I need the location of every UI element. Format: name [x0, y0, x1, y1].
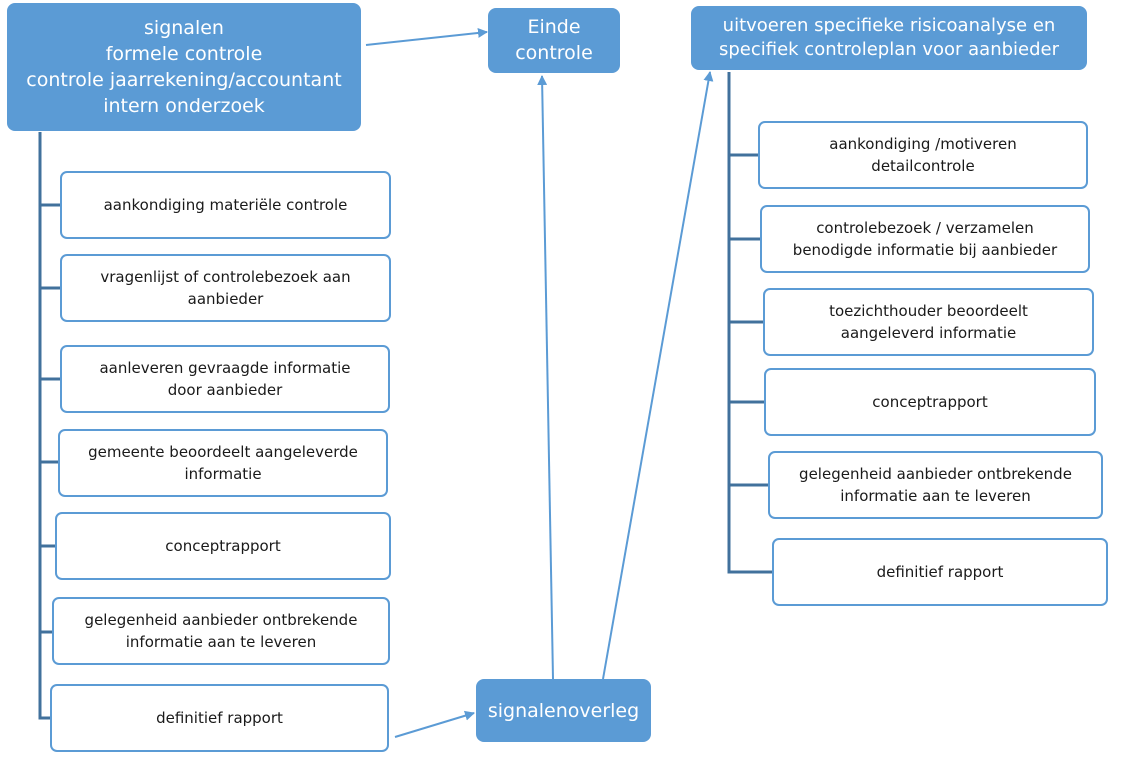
right-step-definitief-rapport: definitief rapport	[772, 538, 1108, 606]
left-step-aanleveren: aanleveren gevraagde informatie door aan…	[60, 345, 390, 413]
left-step-definitief-rapport: definitief rapport	[50, 684, 389, 752]
right-step-toezichthouder: toezichthouder beoordeelt aangeleverd in…	[763, 288, 1094, 356]
left-step-conceptrapport: conceptrapport	[55, 512, 391, 580]
right-step-controlebezoek: controlebezoek / verzamelen benodigde in…	[760, 205, 1090, 273]
left-step-gelegenheid: gelegenheid aanbieder ontbrekende inform…	[52, 597, 390, 665]
arrow-definitief-to-signalenoverleg	[394, 710, 475, 738]
right-step-gelegenheid: gelegenheid aanbieder ontbrekende inform…	[768, 451, 1103, 519]
arrow-signalenoverleg-to-uitvoeren	[602, 71, 714, 680]
left-step-aankondiging: aankondiging materiële controle	[60, 171, 391, 239]
node-signalenoverleg: signalenoverleg	[476, 679, 651, 742]
left-step-vragenlijst: vragenlijst of controlebezoek aan aanbie…	[60, 254, 391, 322]
arrow-signalen-to-einde	[365, 27, 488, 46]
left-step-gemeente-beoordeelt: gemeente beoordeelt aangeleverde informa…	[58, 429, 388, 497]
node-uitvoeren-risicoanalyse: uitvoeren specifieke risicoanalyse en sp…	[691, 6, 1087, 70]
right-step-aankondiging-motiveren: aankondiging /motiveren detailcontrole	[758, 121, 1088, 189]
node-signalen: signalen formele controle controle jaarr…	[7, 3, 361, 131]
arrow-signalenoverleg-to-einde	[537, 75, 554, 680]
node-einde-controle: Einde controle	[488, 8, 620, 73]
right-step-conceptrapport: conceptrapport	[764, 368, 1096, 436]
